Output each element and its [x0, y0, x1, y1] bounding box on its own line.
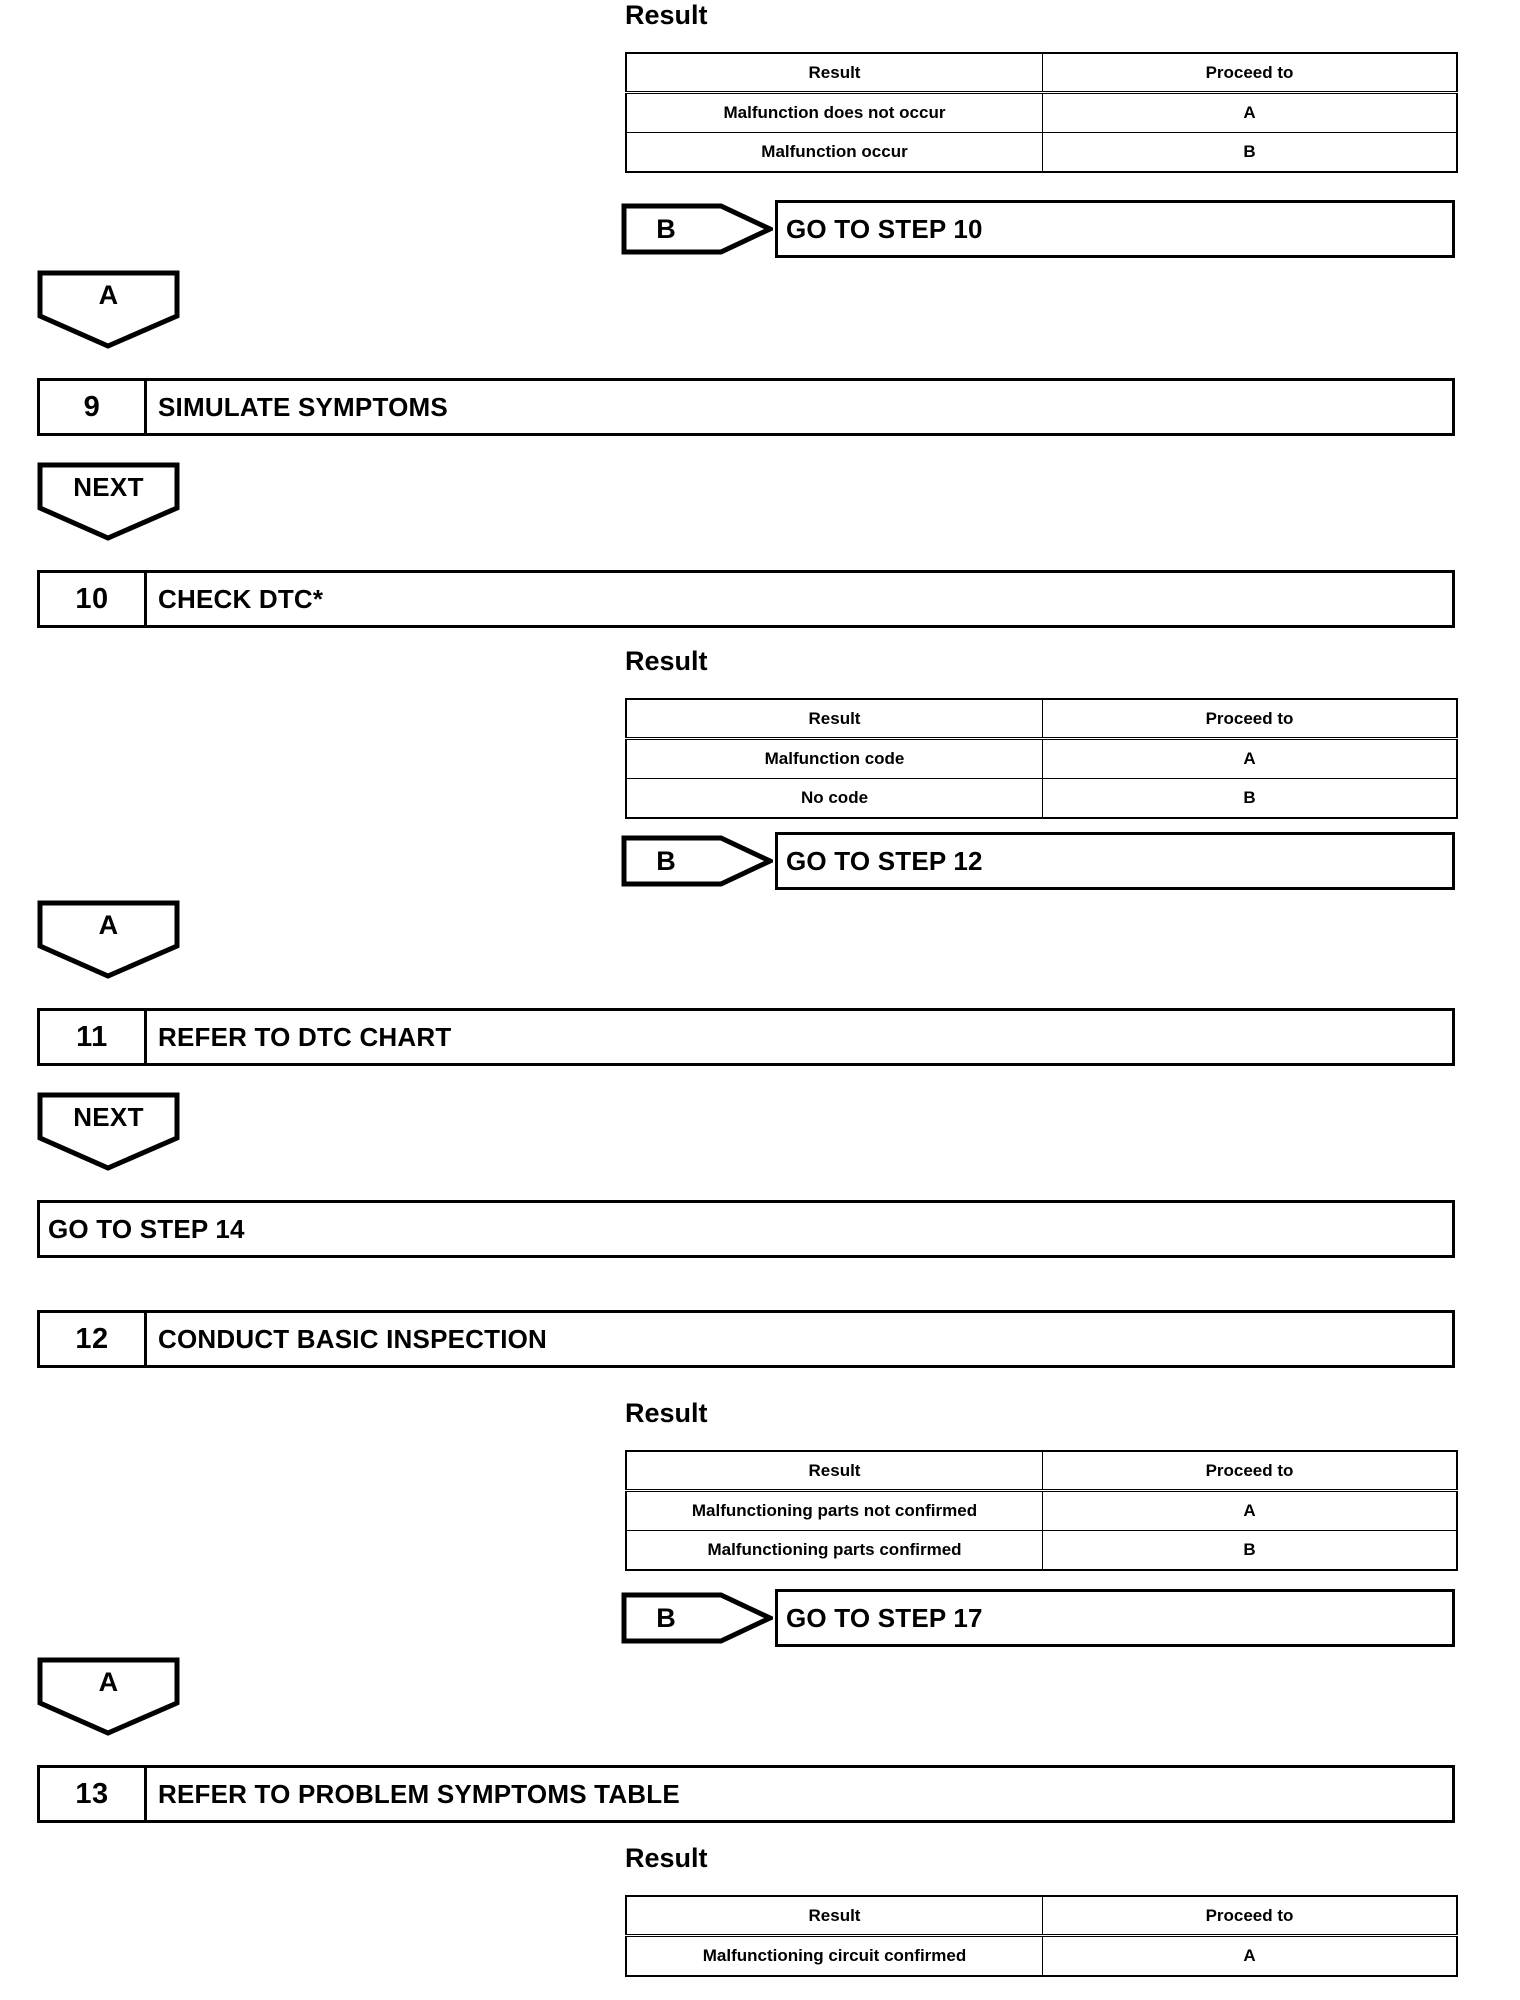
- goto-label: GO TO STEP 10: [786, 213, 983, 244]
- col-header-proceed: Proceed to: [1042, 52, 1458, 94]
- goto-box-step-17[interactable]: GO TO STEP 17: [775, 1589, 1455, 1647]
- result-table-4: Result Proceed to Malfunctioning circuit…: [625, 1895, 1458, 1977]
- step-title: CHECK DTC*: [158, 583, 324, 614]
- result-table-2: Result Proceed to Malfunction code A No …: [625, 698, 1458, 819]
- goto-box-step-10[interactable]: GO TO STEP 10: [775, 200, 1455, 258]
- connector-next-2: NEXT: [37, 1092, 180, 1172]
- connector-next-1: NEXT: [37, 462, 180, 542]
- table-row: Malfunction does not occur A: [625, 92, 1458, 133]
- col-header-proceed: Proceed to: [1042, 1895, 1458, 1937]
- connector-a-1: A: [37, 270, 180, 350]
- col-header-result: Result: [625, 52, 1043, 94]
- step-number: 12: [40, 1313, 147, 1365]
- cell-result: Malfunctioning parts not confirmed: [625, 1490, 1043, 1531]
- step-box-10[interactable]: 10 CHECK DTC*: [37, 570, 1455, 628]
- result-caption-3: Result: [625, 1398, 708, 1428]
- table-row: Malfunctioning parts not confirmed A: [625, 1490, 1458, 1531]
- col-header-result: Result: [625, 698, 1043, 740]
- cell-proceed: B: [1042, 132, 1458, 173]
- step-box-12[interactable]: 12 CONDUCT BASIC INSPECTION: [37, 1310, 1455, 1368]
- step-box-9[interactable]: 9 SIMULATE SYMPTOMS: [37, 378, 1455, 436]
- result-table-1: Result Proceed to Malfunction does not o…: [625, 52, 1458, 173]
- col-header-result: Result: [625, 1895, 1043, 1937]
- table-header-row: Result Proceed to: [625, 52, 1458, 94]
- cell-result: No code: [625, 778, 1043, 819]
- cell-proceed: B: [1042, 778, 1458, 819]
- step-box-13[interactable]: 13 REFER TO PROBLEM SYMPTOMS TABLE: [37, 1765, 1455, 1823]
- branch-tag-b-3: B: [621, 1592, 773, 1644]
- cell-proceed: B: [1042, 1530, 1458, 1571]
- connector-a-3: A: [37, 1657, 180, 1737]
- step-title: REFER TO DTC CHART: [158, 1021, 452, 1052]
- cell-result: Malfunction occur: [625, 132, 1043, 173]
- table-header-row: Result Proceed to: [625, 1895, 1458, 1937]
- table-header-row: Result Proceed to: [625, 1450, 1458, 1492]
- result-table-3: Result Proceed to Malfunctioning parts n…: [625, 1450, 1458, 1571]
- step-box-11[interactable]: 11 REFER TO DTC CHART: [37, 1008, 1455, 1066]
- goto-box-step-14[interactable]: GO TO STEP 14: [37, 1200, 1455, 1258]
- result-caption-1: Result: [625, 0, 708, 30]
- step-number: 9: [40, 381, 147, 433]
- cell-proceed: A: [1042, 1935, 1458, 1977]
- result-caption-2: Result: [625, 646, 708, 676]
- result-caption-4: Result: [625, 1843, 708, 1873]
- goto-box-step-12[interactable]: GO TO STEP 12: [775, 832, 1455, 890]
- cell-proceed: A: [1042, 738, 1458, 779]
- col-header-result: Result: [625, 1450, 1043, 1492]
- branch-tag-b-2: B: [621, 835, 773, 887]
- table-row: No code B: [625, 778, 1458, 819]
- cell-proceed: A: [1042, 92, 1458, 133]
- branch-tag-b-1: B: [621, 203, 773, 255]
- goto-label: GO TO STEP 12: [786, 845, 983, 876]
- step-number: 10: [40, 573, 147, 625]
- cell-result: Malfunction does not occur: [625, 92, 1043, 133]
- table-row: Malfunctioning parts confirmed B: [625, 1530, 1458, 1571]
- step-title: CONDUCT BASIC INSPECTION: [158, 1323, 548, 1354]
- step-number: 13: [40, 1768, 147, 1820]
- col-header-proceed: Proceed to: [1042, 698, 1458, 740]
- col-header-proceed: Proceed to: [1042, 1450, 1458, 1492]
- step-title: REFER TO PROBLEM SYMPTOMS TABLE: [158, 1778, 680, 1809]
- table-row: Malfunctioning circuit confirmed A: [625, 1935, 1458, 1977]
- connector-a-2: A: [37, 900, 180, 980]
- table-header-row: Result Proceed to: [625, 698, 1458, 740]
- cell-result: Malfunction code: [625, 738, 1043, 779]
- step-title: SIMULATE SYMPTOMS: [158, 391, 448, 422]
- goto-label: GO TO STEP 17: [786, 1602, 983, 1633]
- table-row: Malfunction occur B: [625, 132, 1458, 173]
- table-row: Malfunction code A: [625, 738, 1458, 779]
- cell-result: Malfunctioning circuit confirmed: [625, 1935, 1043, 1977]
- goto-label: GO TO STEP 14: [48, 1213, 245, 1244]
- cell-result: Malfunctioning parts confirmed: [625, 1530, 1043, 1571]
- step-number: 11: [40, 1011, 147, 1063]
- cell-proceed: A: [1042, 1490, 1458, 1531]
